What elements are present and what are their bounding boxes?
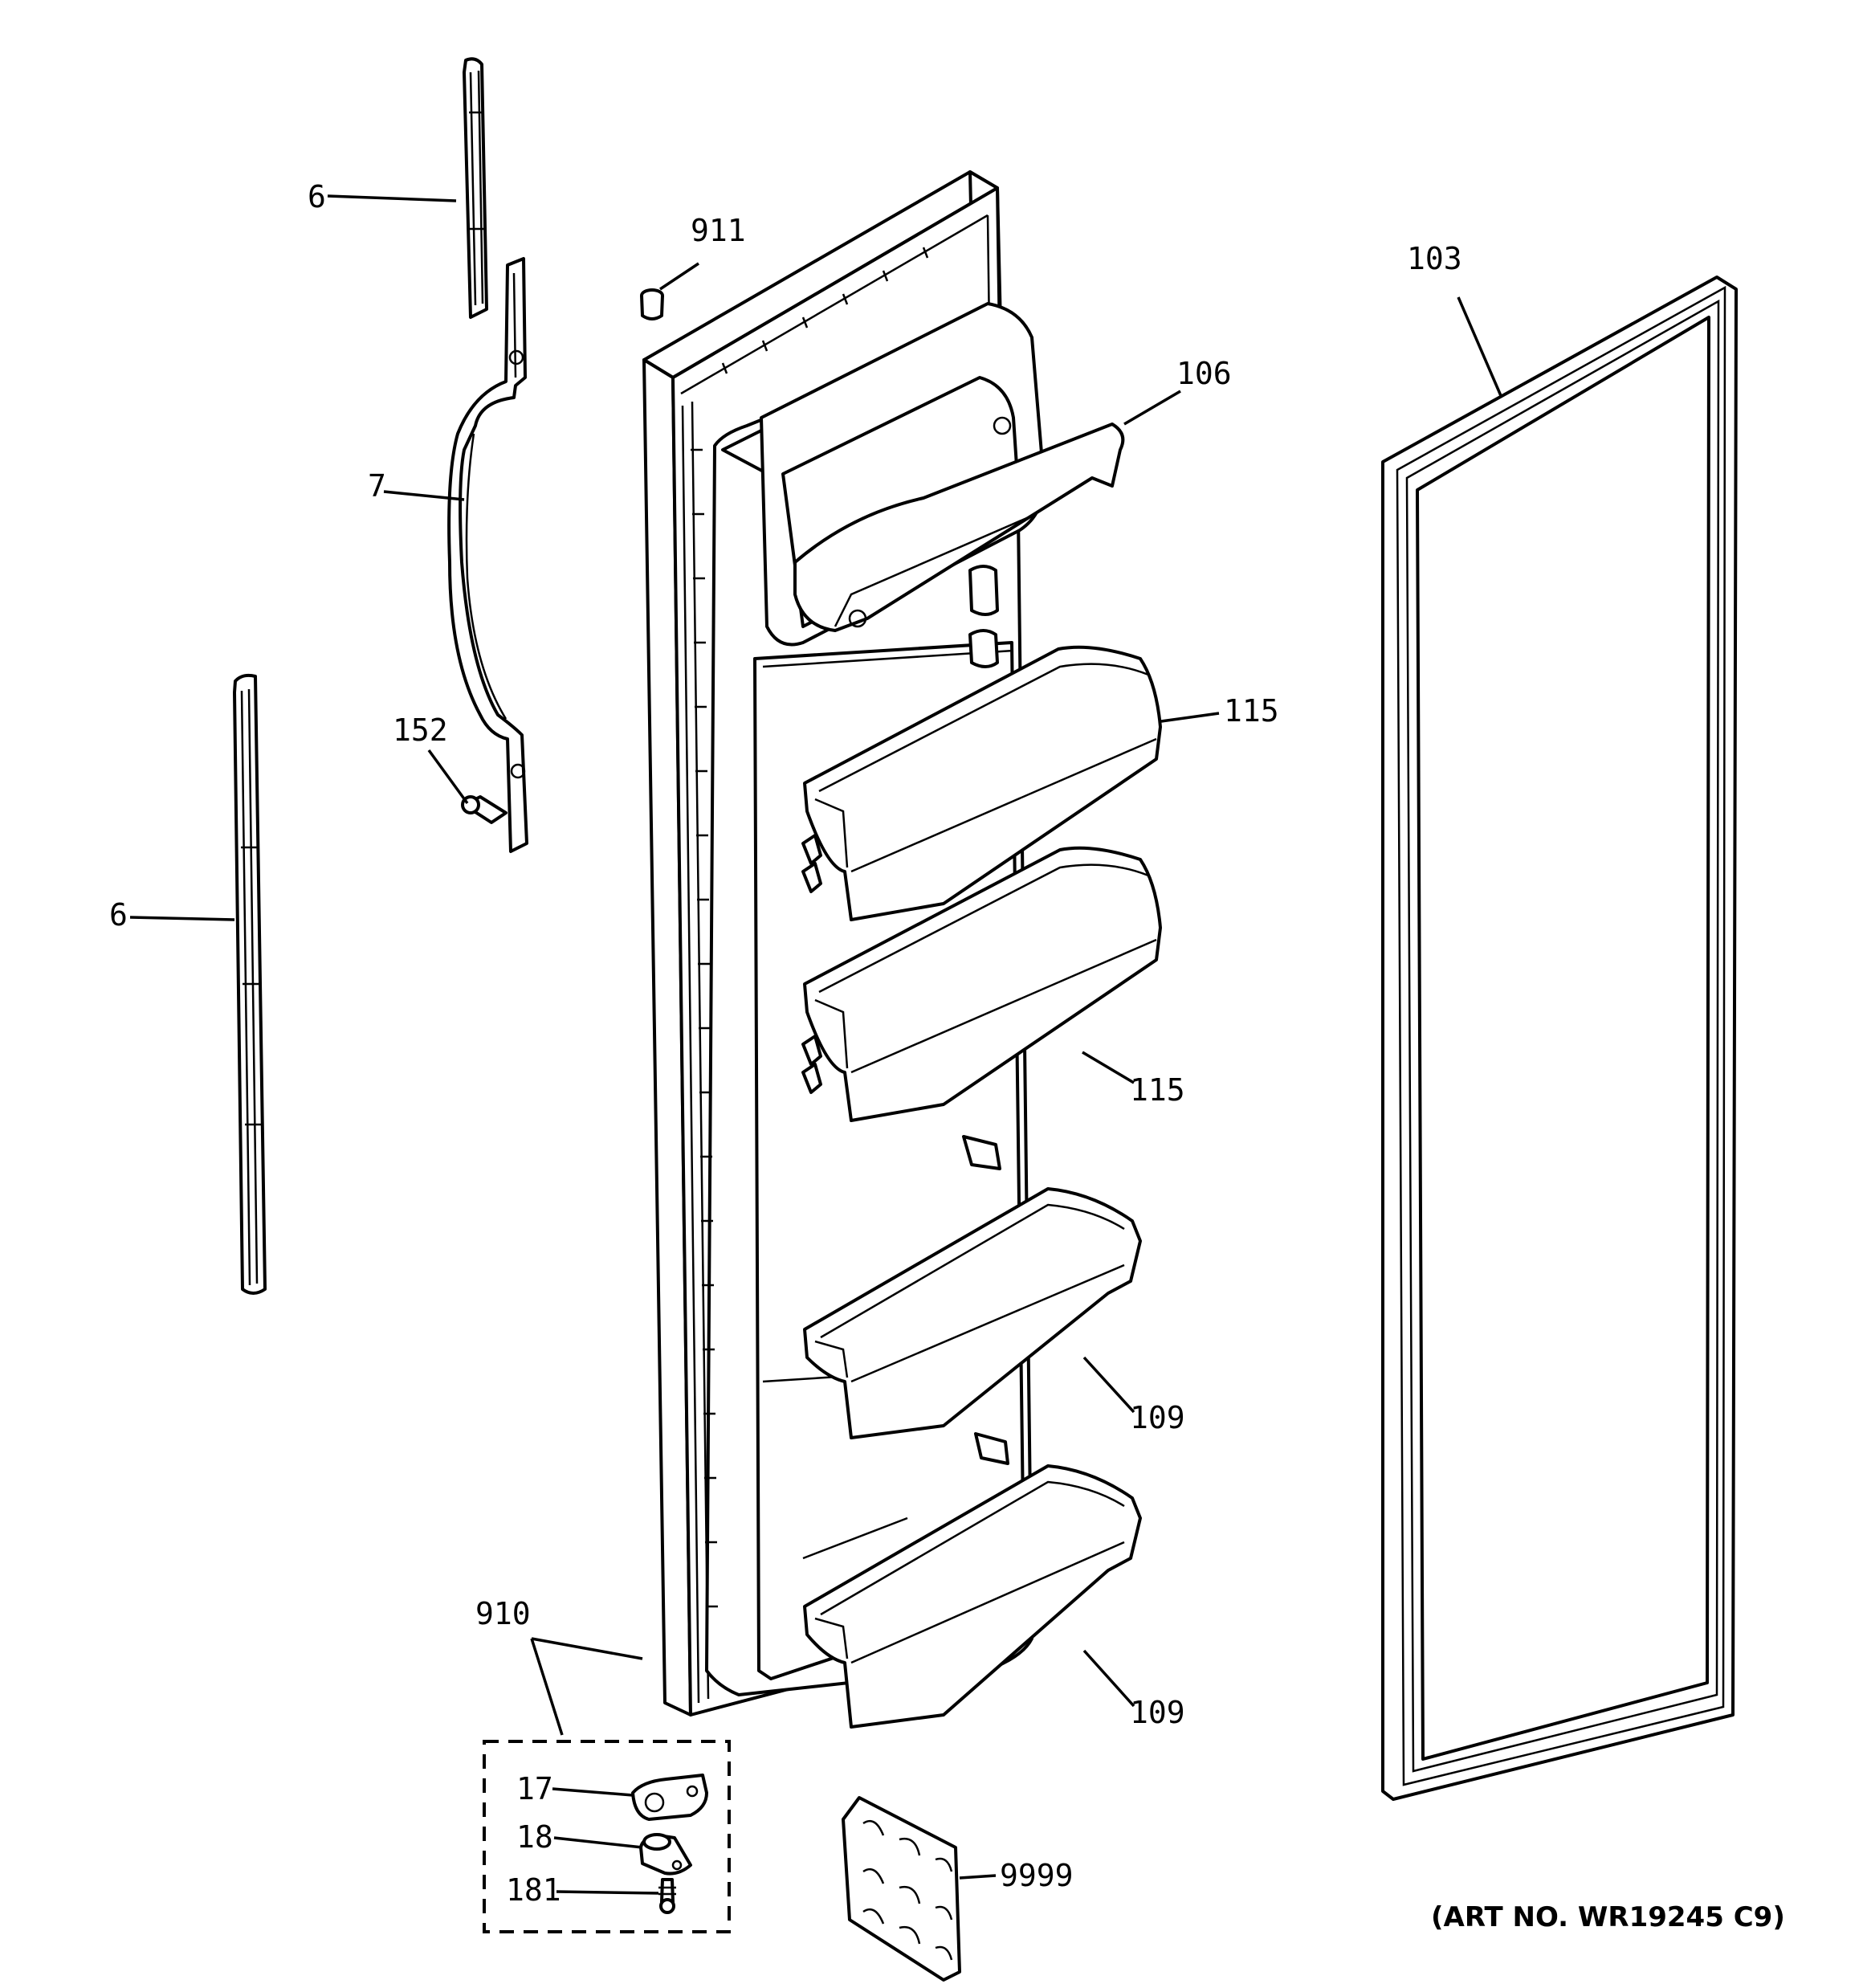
door-shelf-middle bbox=[801, 846, 1162, 1122]
egg-tray bbox=[842, 1796, 961, 1982]
handle-screw bbox=[461, 795, 508, 824]
door-handle bbox=[447, 257, 528, 853]
label-egg-tray: 9999 bbox=[1000, 1858, 1074, 1893]
dairy-bin-top bbox=[760, 302, 1125, 647]
label-door: 910 bbox=[475, 1596, 531, 1631]
label-trim-top: 6 bbox=[308, 179, 326, 214]
trim-strip-side bbox=[233, 673, 267, 1295]
label-bin-top: 106 bbox=[1176, 356, 1232, 391]
label-bin-lower-b: 109 bbox=[1130, 1695, 1185, 1730]
door-shelf-upper bbox=[801, 645, 1162, 921]
hinge-kit-box bbox=[483, 1740, 731, 1933]
bin-hooks bbox=[968, 565, 999, 668]
trim-strip-upper bbox=[463, 57, 488, 319]
hinge-bushing bbox=[639, 1833, 692, 1876]
label-gasket: 103 bbox=[1407, 241, 1462, 276]
door-bin-lower-b bbox=[803, 1464, 1142, 1729]
door-gasket bbox=[1381, 276, 1738, 1801]
hinge-plate bbox=[631, 1774, 708, 1821]
art-number: (ART NO. WR19245 C9) bbox=[1431, 1901, 1785, 1933]
door-cap bbox=[640, 288, 664, 320]
door-clip bbox=[962, 1135, 1001, 1170]
leader-lines bbox=[129, 194, 1503, 1895]
label-shelf-upper: 115 bbox=[1224, 693, 1279, 729]
label-hinge-screw: 181 bbox=[506, 1872, 561, 1908]
door-bin-lower-a bbox=[803, 1187, 1142, 1439]
label-handle: 7 bbox=[368, 468, 386, 504]
label-hinge-bushing: 18 bbox=[516, 1819, 553, 1855]
label-trim-side: 6 bbox=[109, 897, 128, 933]
label-bin-lower-a: 109 bbox=[1130, 1400, 1185, 1435]
label-hinge-plate: 17 bbox=[516, 1771, 553, 1806]
door-clip-lower bbox=[974, 1432, 1009, 1465]
hinge-screw bbox=[658, 1878, 676, 1914]
label-screw: 152 bbox=[393, 712, 448, 748]
label-shelf-mid: 115 bbox=[1130, 1072, 1185, 1108]
label-cap: 911 bbox=[691, 213, 746, 248]
